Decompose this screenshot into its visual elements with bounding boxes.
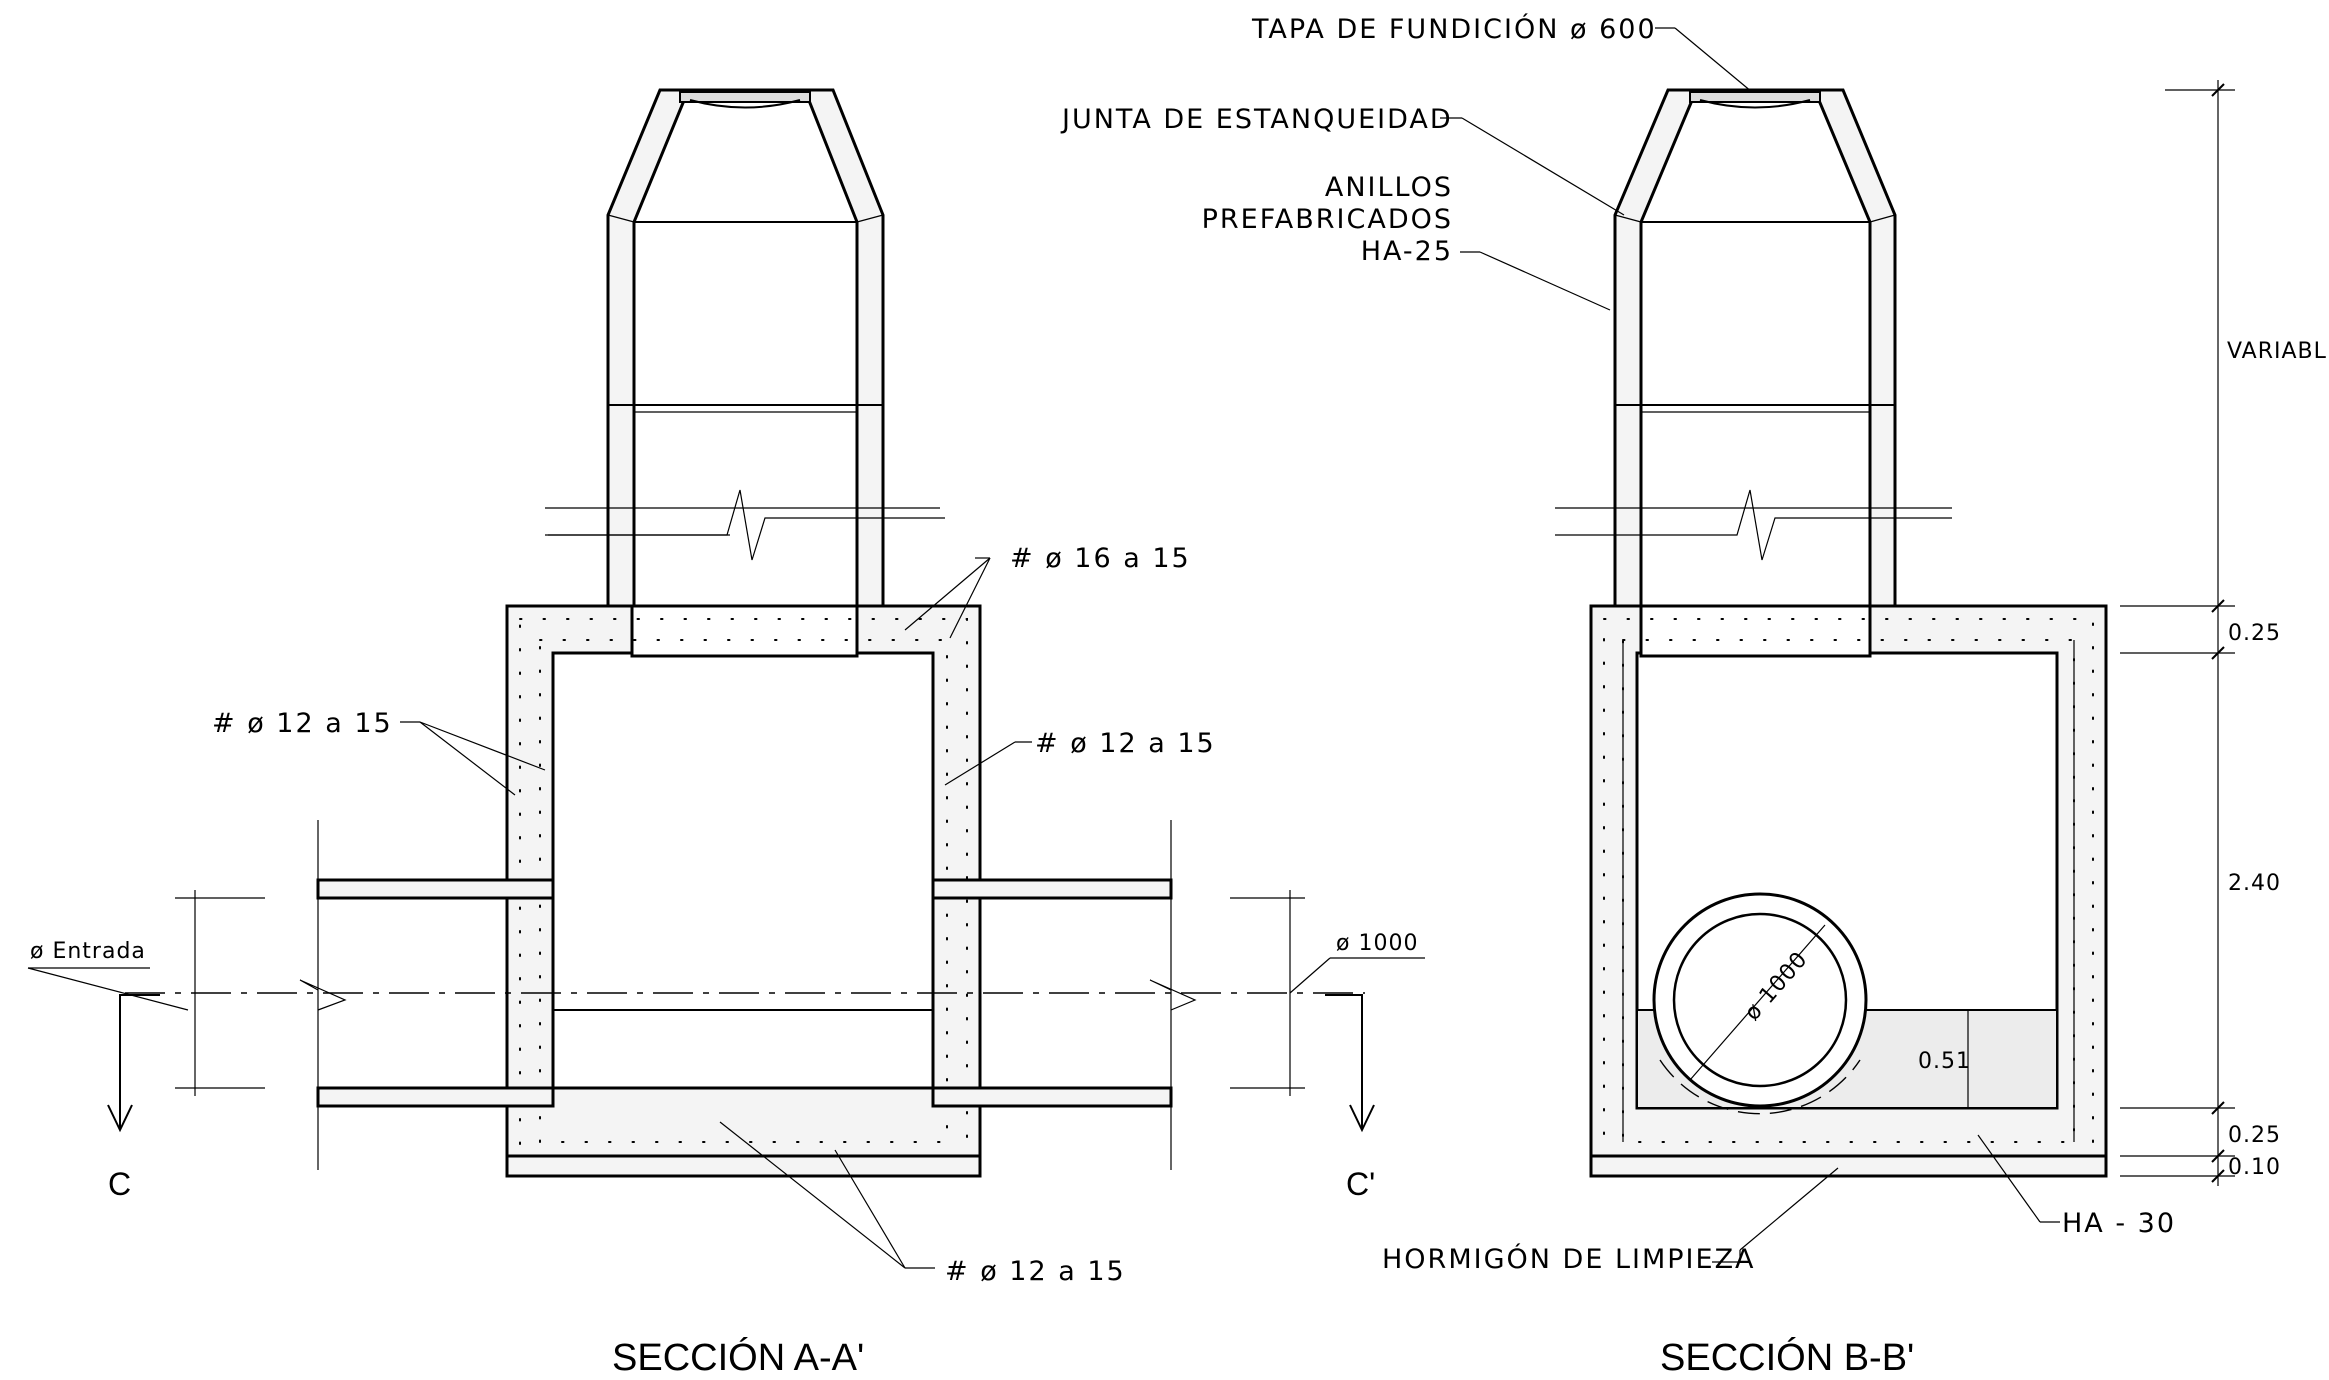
section-b-title: SECCIÓN B-B': [1660, 1336, 1914, 1379]
rebar-callout-top: # ø 16 a 15: [904, 543, 1191, 639]
dim-chamber: 2.40: [2228, 871, 2281, 896]
section-b-drawing: ø 1000 0.51 TAPA DE FUNDICIÓN ø 600 JUNT…: [1060, 13, 2329, 1379]
seal-label: JUNTA DE ESTANQUEIDAD: [1060, 104, 1453, 135]
section-a-title: SECCIÓN A-A': [612, 1336, 864, 1379]
blinding-callout: HORMIGÓN DE LIMPIEZA: [1382, 1167, 1839, 1275]
pipes-a: [299, 820, 1197, 1170]
rebar-label-left: # ø 12 a 15: [212, 708, 393, 739]
blinding-label: HORMIGÓN DE LIMPIEZA: [1382, 1243, 1756, 1275]
concrete-label: HA - 30: [2062, 1208, 2176, 1239]
rings-label-line1: ANILLOS: [1325, 172, 1453, 203]
section-a-drawing: C C' ø Entrada ø 1000 # ø 16 a 15: [27, 88, 1425, 1379]
concrete-callout: HA - 30: [1977, 1134, 2176, 1239]
cover-icon: [1689, 91, 1821, 109]
inlet-dimension: ø Entrada: [27, 890, 265, 1096]
dim-variable: VARIABLE: [2227, 339, 2329, 364]
bench-height-label: 0.51: [1918, 1049, 1971, 1074]
inlet-label: ø Entrada: [30, 939, 146, 964]
cone-section-b: [1613, 88, 1897, 608]
break-line-a: [545, 489, 945, 561]
rebar-label-bottom: # ø 12 a 15: [945, 1256, 1126, 1287]
cut-label-c: C: [108, 1166, 131, 1202]
outlet-label: ø 1000: [1336, 931, 1418, 956]
rebar-label-right: # ø 12 a 15: [1035, 728, 1216, 759]
outlet-dimension: ø 1000: [1230, 890, 1425, 1096]
rebar-callout-right: # ø 12 a 15: [944, 728, 1216, 786]
blinding-a: [505, 1154, 982, 1178]
rebar-callout-left: # ø 12 a 15: [212, 708, 546, 796]
seal-callout: JUNTA DE ESTANQUEIDAD: [1060, 104, 1625, 216]
cone-section-a: [606, 88, 885, 608]
rebar-callout-bottom: # ø 12 a 15: [719, 1121, 1126, 1287]
cover-icon: [679, 91, 811, 109]
vertical-dimensions: VARIABLE 0.25 2.40 0.25 0.10: [2120, 80, 2329, 1186]
blinding-b: [1589, 1154, 2108, 1178]
dim-blinding: 0.10: [2228, 1155, 2281, 1180]
cover-callout: TAPA DE FUNDICIÓN ø 600: [1251, 13, 1753, 93]
dim-slab-top: 0.25: [2228, 621, 2281, 646]
cut-label-c-prime: C': [1346, 1166, 1375, 1202]
rebar-label-top: # ø 16 a 15: [1010, 543, 1191, 574]
rings-callout: ANILLOS PREFABRICADOS HA-25: [1202, 172, 1611, 311]
dim-slab-bottom: 0.25: [2228, 1123, 2281, 1148]
break-line-b: [1555, 489, 1952, 561]
rings-label-line2: PREFABRICADOS: [1202, 204, 1453, 235]
rings-label-line3: HA-25: [1361, 236, 1453, 267]
cover-label: TAPA DE FUNDICIÓN ø 600: [1251, 13, 1657, 45]
